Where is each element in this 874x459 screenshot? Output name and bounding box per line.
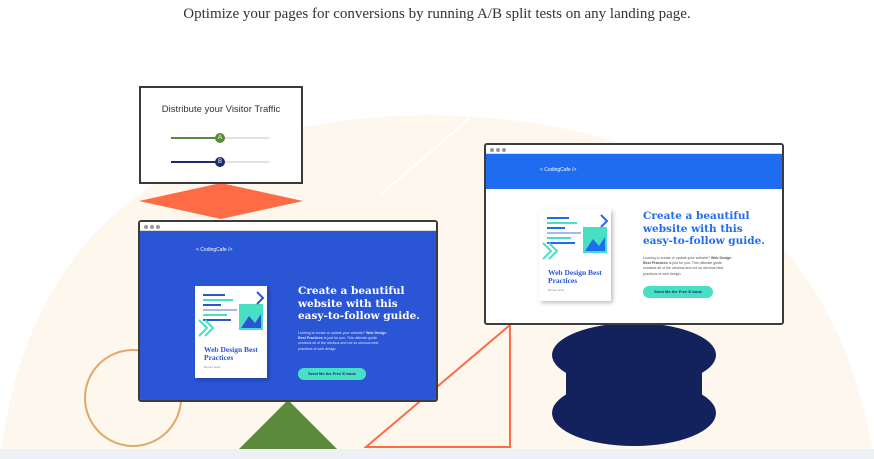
window-dot-icon <box>496 147 500 152</box>
slider-a-fill <box>171 137 220 139</box>
ebook-author: Rerum Iusto <box>204 365 221 369</box>
browser-toolbar <box>486 145 782 154</box>
slider-variant-a[interactable]: A <box>171 133 269 143</box>
page-headline: Optimize your pages for conversions by r… <box>183 6 691 22</box>
window-dot-icon <box>502 147 506 152</box>
traffic-distribution-card: Distribute your Visitor Traffic A B <box>139 86 303 184</box>
send-ebook-button[interactable]: Send Me the Free E-book <box>643 286 713 298</box>
traffic-title: Distribute your Visitor Traffic <box>161 104 281 115</box>
brand-logo: < CodingCafe /> <box>540 167 577 173</box>
promo-body: Looking to create or update your website… <box>643 256 733 277</box>
promo-headline: Create a beautiful website with this eas… <box>298 285 420 322</box>
browser-toolbar <box>140 222 436 231</box>
slider-a-knob[interactable]: A <box>215 133 225 143</box>
variant-a-content: < CodingCafe /> Web Design Best Practice… <box>140 231 436 400</box>
promo-body-rest: is just for you. This ultimate guide con… <box>298 336 379 351</box>
ebook-cover: Web Design Best Practices Rerum Iusto <box>195 286 267 378</box>
send-ebook-button[interactable]: Send Me the Free E-book <box>298 368 366 380</box>
promo-body-intro: Looking to create or update your website… <box>643 256 711 260</box>
ebook-title: Web Design Best Practices <box>204 345 258 362</box>
window-dot-icon <box>144 224 148 229</box>
slider-b-knob[interactable]: B <box>215 157 225 167</box>
promo-body-rest: is just for you. This ultimate guide con… <box>643 261 724 276</box>
window-dot-icon <box>490 147 494 152</box>
slider-variant-b[interactable]: B <box>171 157 269 167</box>
ebook-artwork-icon <box>542 214 609 260</box>
connector-line <box>363 324 511 448</box>
ebook-title: Web Design Best Practices <box>548 268 602 285</box>
ebook-cover: Web Design Best Practices Rerum Iusto <box>539 209 611 301</box>
green-triangle <box>239 400 337 449</box>
promo-headline: Create a beautiful website with this eas… <box>643 210 765 247</box>
variant-a-browser: < CodingCafe /> Web Design Best Practice… <box>138 220 438 402</box>
promo-body-bold: Web Design Best Practices <box>643 256 732 266</box>
promo-body-intro: Looking to create or update your website… <box>298 331 366 335</box>
variant-b-browser: < CodingCafe /> Web Design Best Practice… <box>484 143 784 325</box>
brand-logo: < CodingCafe /> <box>196 247 233 253</box>
arc-ray <box>379 117 471 196</box>
window-dot-icon <box>156 224 160 229</box>
ebook-author: Rerum Iusto <box>548 288 565 292</box>
bottom-strip <box>0 449 874 459</box>
promo-body: Looking to create or update your website… <box>298 331 388 352</box>
slider-b-fill <box>171 161 220 163</box>
window-dot-icon <box>150 224 154 229</box>
orange-diamond <box>139 183 303 219</box>
variant-b-hero-band: < CodingCafe /> <box>486 154 782 189</box>
promo-body-bold: Web Design Best Practices <box>298 331 387 341</box>
navy-ellipse-bridge <box>566 370 702 400</box>
ebook-artwork-icon <box>198 291 265 337</box>
